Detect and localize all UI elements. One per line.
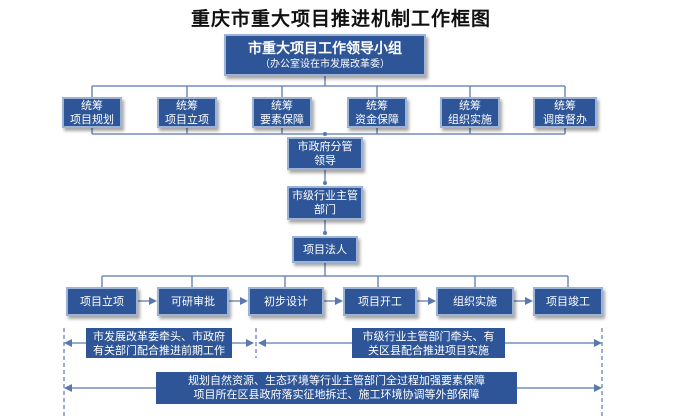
stage-label: 项目开工 (358, 294, 402, 308)
chain-label: 市政府分管 (297, 139, 353, 153)
task-label: 统筹 (176, 98, 198, 112)
stage-label: 项目竣工 (546, 294, 590, 308)
note-text: 关区县配合推进项目实施 (368, 344, 489, 357)
note-text: 规划自然资源、生态环境等行业主管部门全过程加强要素保障 (188, 374, 485, 387)
task-label: 项目立项 (165, 112, 209, 126)
task-label: 项目规划 (70, 112, 114, 126)
task-label: 统筹 (459, 98, 481, 112)
stage-box-completion: 项目竣工 (533, 287, 603, 316)
task-label: 统筹 (366, 98, 388, 112)
stage-label: 项目立项 (80, 294, 124, 308)
chain-label: 项目法人 (303, 242, 347, 256)
leader-group-box: 市重大项目工作领导小组 （办公室设在市发展改革委） (224, 34, 426, 76)
task-box-planning: 统筹 项目规划 (62, 97, 122, 128)
note-guarantees: 规划自然资源、生态环境等行业主管部门全过程加强要素保障 项目所在区县政府落实征地… (156, 372, 517, 404)
task-label: 组织实施 (448, 112, 492, 126)
chain-label: 领导 (314, 153, 336, 167)
note-text: 市发展改革委牵头、市政府 (93, 330, 225, 343)
note-text: 项目所在区县政府落实征地拆迁、施工环境协调等外部保障 (193, 388, 480, 401)
stage-label: 可研审批 (171, 294, 215, 308)
chain-label: 市级行业主管 (292, 189, 358, 202)
stage-label: 组织实施 (453, 294, 497, 308)
stage-box-implementation: 组织实施 (436, 287, 514, 316)
note-preliminary-work: 市发展改革委牵头、市政府 有关部门配合推进前期工作 (86, 328, 232, 358)
task-label: 要素保障 (260, 112, 304, 126)
note-text: 市级行业主管部门牵头、有 (362, 330, 495, 343)
chain-label: 部门 (314, 203, 336, 216)
leader-title: 市重大项目工作领导小组 (248, 40, 402, 57)
task-box-approval: 统筹 项目立项 (157, 97, 217, 128)
note-implementation: 市级行业主管部门牵头、有 关区县配合推进项目实施 (352, 328, 505, 358)
task-box-factors: 统筹 要素保障 (252, 97, 312, 128)
stage-box-project-initiation: 项目立项 (66, 287, 138, 316)
task-label: 统筹 (81, 98, 103, 112)
task-box-funding: 统筹 资金保障 (347, 97, 407, 128)
stage-box-preliminary-design: 初步设计 (248, 287, 324, 316)
task-label: 统筹 (271, 98, 293, 112)
leader-subtitle: （办公室设在市发展改革委） (260, 58, 390, 70)
task-label: 资金保障 (355, 112, 399, 126)
task-box-implementation: 统筹 组织实施 (440, 97, 500, 128)
task-box-supervision: 统筹 调度督办 (533, 97, 597, 128)
project-entity-box: 项目法人 (292, 236, 358, 263)
task-label: 调度督办 (543, 112, 587, 126)
stage-box-construction-start: 项目开工 (343, 287, 417, 316)
municipal-leader-box: 市政府分管 领导 (287, 137, 363, 170)
stage-label: 初步设计 (264, 294, 308, 308)
industry-department-box: 市级行业主管 部门 (287, 186, 363, 220)
task-label: 统筹 (554, 98, 576, 112)
stage-box-feasibility-approval: 可研审批 (157, 287, 229, 316)
diagram-title: 重庆市重大项目推进机制工作框图 (190, 8, 491, 30)
note-text: 有关部门配合推进前期工作 (93, 344, 225, 357)
